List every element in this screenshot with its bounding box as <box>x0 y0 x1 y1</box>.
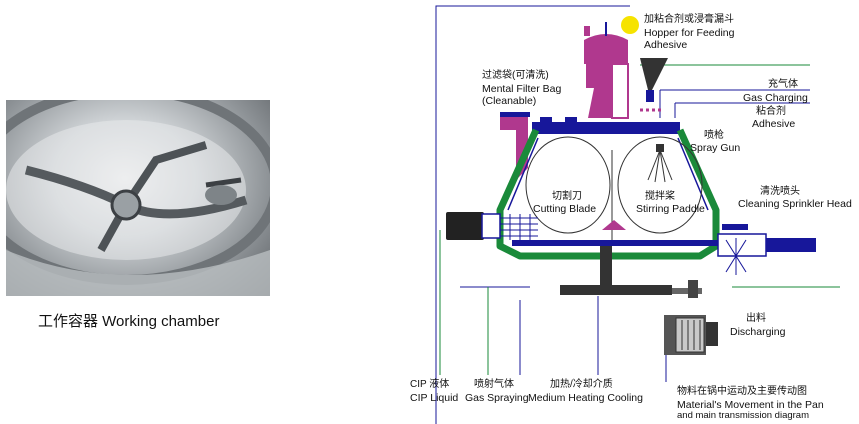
adhesive-label-en: Adhesive <box>752 118 796 130</box>
cleaning-head-label-en: Cleaning Sprinkler Head <box>738 198 852 210</box>
gas-spraying-label-zh: 喷射气体 <box>474 379 514 390</box>
gas-charging-label-en: Gas Charging <box>743 92 808 104</box>
discharging-label-en: Discharging <box>730 326 786 338</box>
discharging-label-zh: 出料 <box>746 313 766 324</box>
stirring-paddle-label-zh: 搅拌桨 <box>645 191 675 202</box>
cip-label-en: CIP Liquid <box>410 392 459 404</box>
filter-bag-label-en2: (Cleanable) <box>482 95 537 107</box>
movement-label-zh: 物料在锅中运动及主要传动图 <box>677 386 807 397</box>
medium-label-zh: 加热/冷却介质 <box>550 379 613 390</box>
medium-label-en: Medium Heating Cooling <box>528 392 643 404</box>
hopper-label-en2: Adhesive <box>644 39 688 51</box>
photo-caption: 工作容器 Working chamber <box>38 313 220 330</box>
spray-gun-label-zh: 喷枪 <box>704 130 724 141</box>
cleaning-head-label-zh: 清洗喷头 <box>760 186 800 197</box>
hopper-label-en1: Hopper for Feeding <box>644 27 735 39</box>
working-chamber-photo <box>6 100 270 296</box>
movement-label-en1: Material's Movement in the Pan <box>677 399 824 411</box>
gas-spraying-label-en: Gas Spraying <box>465 392 529 404</box>
cutting-blade-label-en: Cutting Blade <box>533 203 597 215</box>
cip-label-zh: CIP 液体 <box>410 379 450 390</box>
adhesive-label-zh: 粘合剂 <box>756 106 786 117</box>
hopper-label-zh: 加粘合剂或浸膏漏斗 <box>644 14 734 25</box>
movement-label-en2: and main transmission diagram <box>677 410 810 421</box>
spray-gun-label-en: Spray Gun <box>690 142 741 154</box>
cutting-blade-label-zh: 切割刀 <box>552 191 582 202</box>
filter-bag-label-en1: Mental Filter Bag <box>482 83 562 95</box>
stirring-paddle-label-en: Stirring Paddle <box>636 203 705 215</box>
gas-charging-label-zh: 充气体 <box>768 79 798 90</box>
filter-bag-label-zh: 过滤袋(可清洗) <box>482 70 549 81</box>
